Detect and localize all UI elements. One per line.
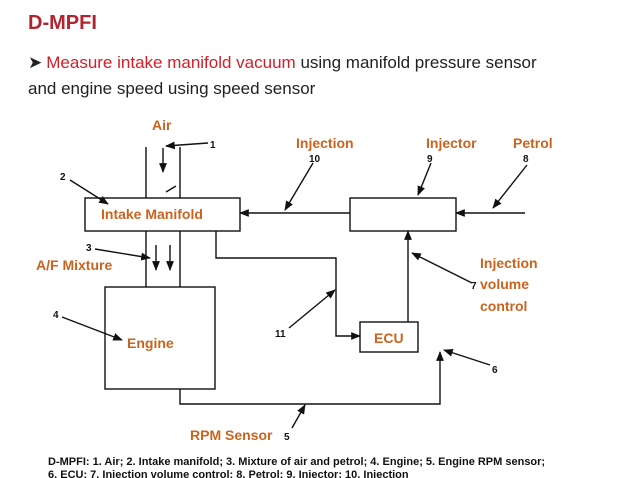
num-10: 10 [309, 154, 321, 165]
bullet-highlight-text: Measure intake manifold vacuum [46, 53, 296, 72]
rpm-signal-line [179, 351, 444, 405]
injector-box [349, 197, 457, 232]
label-engine: Engine [127, 335, 174, 351]
num-5: 5 [284, 432, 290, 443]
bullet-point: ➤Measure intake manifold vacuum using ma… [28, 50, 628, 102]
num-4: 4 [53, 310, 59, 321]
manifold-signal-line [215, 231, 361, 340]
label-intake-manifold: Intake Manifold [101, 206, 203, 222]
num-7: 7 [471, 281, 477, 292]
label-injection-volume-3: control [480, 298, 527, 314]
label-injection-volume-1: Injection [480, 255, 538, 271]
num-6: 6 [492, 365, 498, 376]
label-injector: Injector [426, 135, 477, 151]
bullet-text-line2: and engine speed using speed sensor [28, 79, 316, 98]
num-2: 2 [60, 172, 66, 183]
label-injection: Injection [296, 135, 354, 151]
label-air: Air [152, 117, 172, 133]
engine-box [104, 286, 216, 390]
label-rpm-sensor: RPM Sensor [190, 427, 273, 443]
caption-line-2: 6. ECU; 7. Injection volume control; 8. … [48, 469, 409, 478]
caption-line-1: D-MPFI: 1. Air; 2. Intake manifold; 3. M… [48, 456, 546, 468]
bullet-text: using manifold pressure sensor [295, 53, 537, 72]
label-injection-volume-2: volume [480, 276, 529, 292]
num-3: 3 [86, 243, 92, 254]
label-petrol: Petrol [513, 135, 553, 151]
num-9: 9 [427, 154, 433, 165]
label-ecu: ECU [374, 330, 404, 346]
num-8: 8 [523, 154, 529, 165]
bullet-arrow-icon: ➤ [28, 53, 43, 72]
figure-caption: D-MPFI: 1. Air; 2. Intake manifold; 3. M… [48, 456, 636, 478]
num-11: 11 [275, 329, 286, 340]
num-1: 1 [210, 140, 216, 151]
slide-title: D-MPFI [28, 12, 97, 34]
label-af-mixture: A/F Mixture [36, 257, 112, 273]
